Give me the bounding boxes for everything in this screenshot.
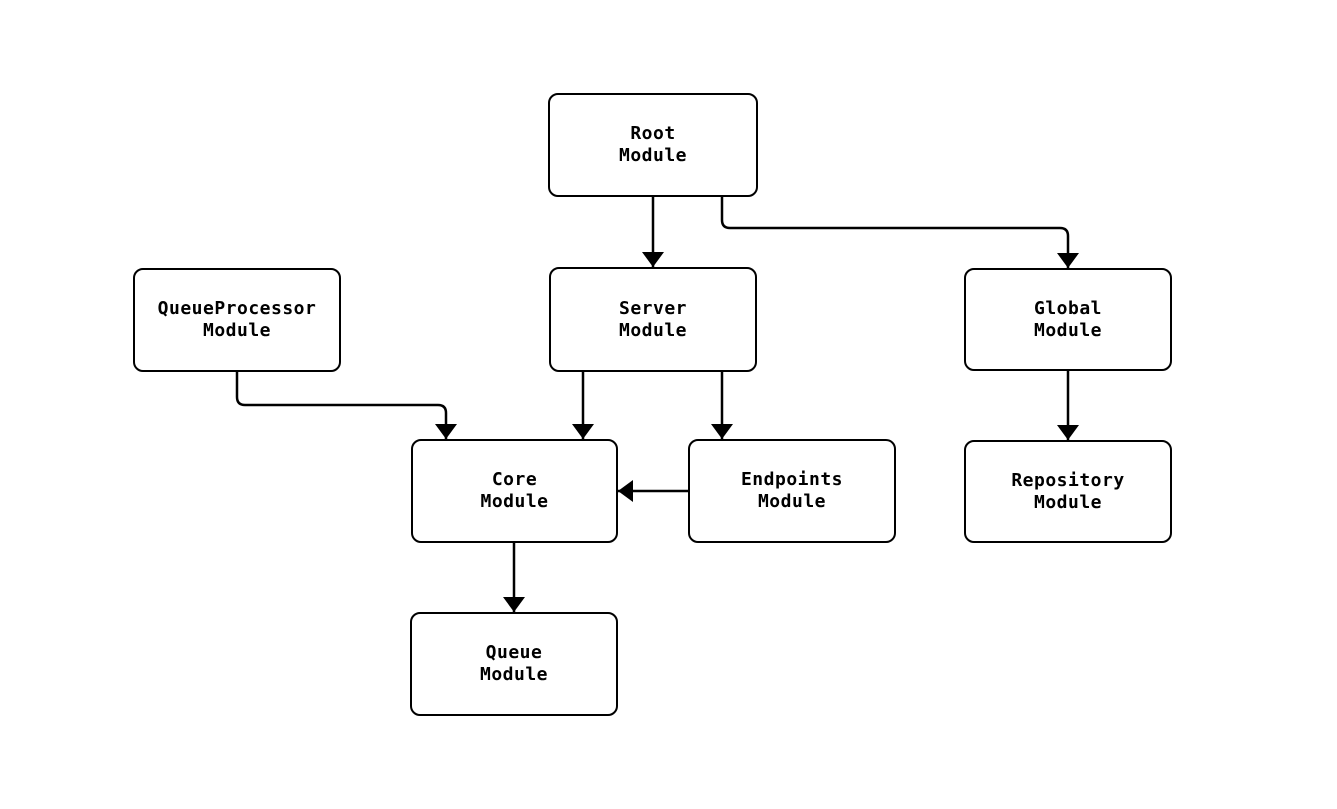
node-label-global: Global Module <box>1033 297 1103 341</box>
edge-root-global <box>720 197 1079 268</box>
node-root: Root Module <box>548 93 758 197</box>
node-server: Server Module <box>549 267 757 372</box>
node-label-core: Core Module <box>480 469 549 512</box>
node-core: Core Module <box>411 439 618 543</box>
edge-queueprocessor-core <box>235 372 457 439</box>
node-label-queueprocessor: QueueProcessor Module <box>157 298 317 341</box>
node-label-root: Root Module <box>618 123 688 166</box>
node-label-server: Server Module <box>618 297 688 341</box>
node-label-queue: Queue Module <box>479 642 549 685</box>
node-queueprocessor: QueueProcessor Module <box>133 268 341 372</box>
node-endpoints: Endpoints Module <box>688 439 896 543</box>
node-global: Global Module <box>964 268 1172 371</box>
node-repository: Repository Module <box>964 440 1172 543</box>
node-label-repository: Repository Module <box>1011 469 1125 513</box>
node-label-endpoints: Endpoints Module <box>740 469 844 512</box>
node-queue: Queue Module <box>410 612 618 716</box>
